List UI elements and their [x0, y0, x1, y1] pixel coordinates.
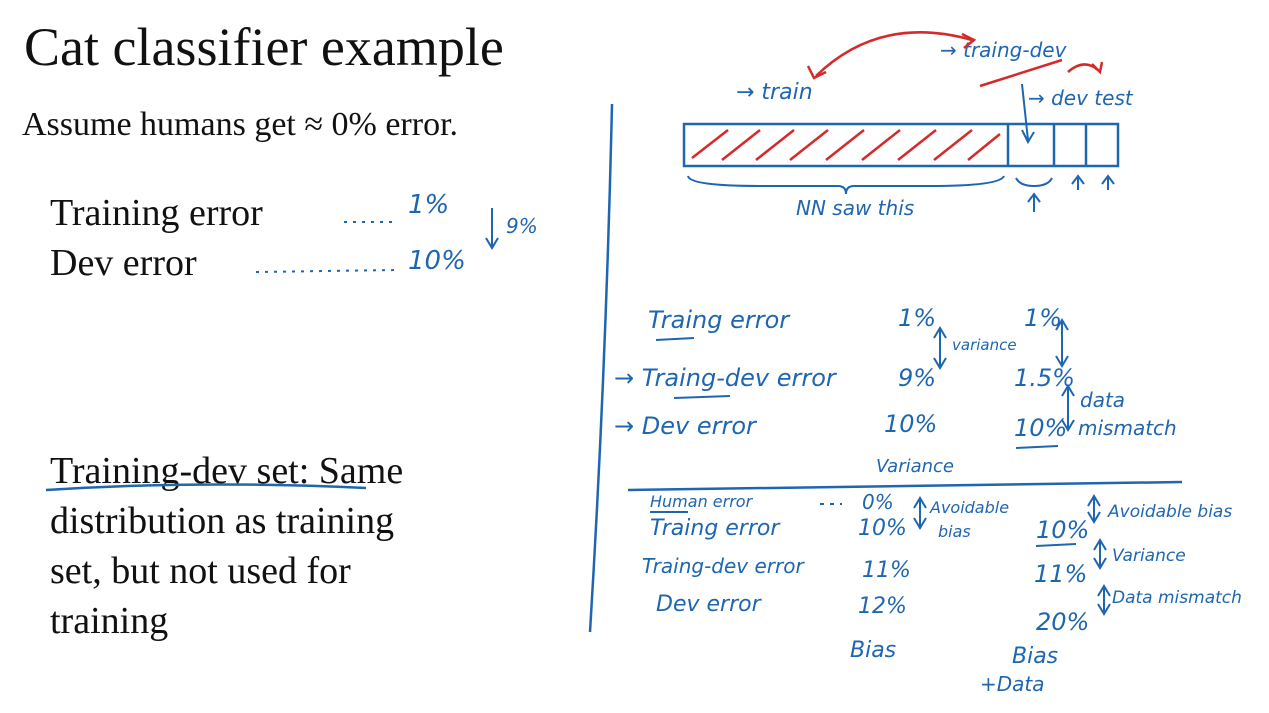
- hw-nn-saw-this: NN saw this: [796, 196, 915, 220]
- hw-gap-value: 9%: [506, 214, 538, 238]
- training-error-label: Training error: [50, 192, 263, 234]
- hw-ex1-label: → Traing-dev error: [614, 364, 836, 392]
- hw-ex2-value-b: 11%: [1034, 560, 1088, 588]
- hw-ex1-label: Traing error: [648, 306, 790, 334]
- divider-line: [588, 103, 614, 633]
- dotted-leader: [255, 269, 397, 273]
- hw-ex2-value-b: 10%: [1036, 516, 1090, 544]
- hw-ex1-value-a: 10%: [884, 410, 938, 438]
- hw-ex2-label: Traing-dev error: [642, 554, 804, 578]
- hw-ex2-label: Traing error: [650, 516, 780, 541]
- hw-ex2-value-a: 12%: [858, 594, 907, 619]
- hw-dev-error-value: 10%: [408, 246, 466, 276]
- train-hatching: [691, 129, 1001, 161]
- underline: [45, 483, 367, 492]
- brace: [687, 175, 1005, 195]
- dev-error-label: Dev error: [50, 242, 197, 284]
- hw-ex2-caption-a: Bias: [850, 638, 897, 663]
- definition-line: training: [50, 600, 169, 642]
- hw-mismatch-note: mismatch: [1078, 416, 1177, 440]
- hw-ex2-value-a: 11%: [862, 558, 911, 583]
- hw-ex1-value-a: 9%: [898, 364, 937, 392]
- hw-ex1-caption: Variance: [876, 456, 955, 477]
- hw-ex2-label: Human error: [650, 492, 753, 511]
- swap-arrow: [815, 31, 973, 77]
- data-bar: [682, 122, 1120, 168]
- gap-arrow: [485, 208, 499, 250]
- hw-ex2-caption-b2: +Data: [980, 672, 1045, 696]
- hw-ex1-value-b: 1.5%: [1014, 364, 1075, 392]
- hw-train-error-value: 1%: [408, 190, 450, 220]
- hw-train-label: → train: [736, 80, 813, 105]
- hw-ex2-value-a: 10%: [858, 516, 907, 541]
- hw-ex2-value-b: 20%: [1036, 608, 1090, 636]
- slide-title: Cat classifier example: [24, 17, 504, 77]
- hw-ex1-value-b: 10%: [1014, 414, 1068, 442]
- definition-line: set, but not used for: [50, 550, 351, 592]
- hw-avoidable-note: Avoidable: [930, 498, 1010, 517]
- hw-ex2-label: Dev error: [656, 592, 761, 617]
- brace: [1015, 177, 1053, 188]
- hw-bias-note: bias: [938, 522, 971, 541]
- hw-ex1-value-b: 1%: [1024, 304, 1063, 332]
- hw-variance-b: Variance: [1112, 546, 1186, 566]
- assumption-text: Assume humans get ≈ 0% error.: [22, 106, 459, 143]
- hw-ex2-value-a: 0%: [862, 490, 894, 514]
- section-rule: [627, 480, 1183, 492]
- hw-ex2-caption-b: Bias: [1012, 644, 1059, 669]
- hw-ex1-label: → Dev error: [614, 412, 756, 440]
- hw-training-dev-label: → traing-dev: [940, 38, 1067, 62]
- definition-line: distribution as training: [50, 500, 395, 542]
- hw-ex1-value-a: 1%: [898, 304, 937, 332]
- hw-dev-test-label: → dev test: [1028, 86, 1133, 110]
- hw-data-note: data: [1080, 388, 1126, 412]
- hw-variance-note: variance: [952, 336, 1017, 354]
- hw-avoidable-bias-b: Avoidable bias: [1108, 502, 1233, 522]
- hw-data-mismatch-b: Data mismatch: [1112, 588, 1242, 608]
